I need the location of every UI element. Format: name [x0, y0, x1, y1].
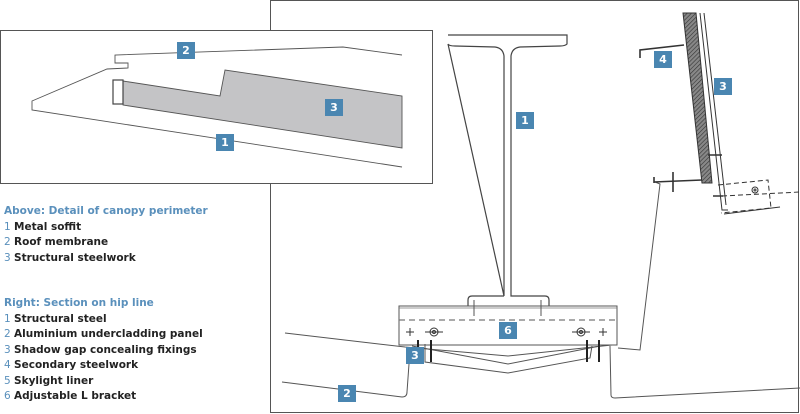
- legend-item: 4 Secondary steelwork: [4, 359, 139, 371]
- legend-item: 1 Structural steel: [4, 312, 107, 325]
- skylight-liner: [682, 12, 713, 184]
- legend-item: 6 Adjustable L bracket: [4, 390, 137, 402]
- legend-right-heading: Right: Section on hip line: [4, 297, 154, 309]
- callout-structural-steel: 1: [516, 112, 534, 129]
- callout-l-bracket: 6: [499, 322, 517, 339]
- legend-item: 3 Structural steelwork: [4, 251, 136, 264]
- callout-undercladding-panel: 2: [338, 385, 356, 402]
- detail-steelwork: [122, 69, 403, 149]
- legend-above: Above: Detail of canopy perimeter 1 Meta…: [4, 204, 208, 266]
- legend-above-heading: Above: Detail of canopy perimeter: [4, 205, 208, 217]
- legend-item: 5 Skylight liner: [4, 374, 94, 387]
- callout-shadow-gap-right: 3: [714, 78, 732, 95]
- callout-roof-membrane: 2: [177, 42, 195, 59]
- i-beam: [447, 34, 568, 306]
- legend-item: 1 Metal soffit: [4, 220, 82, 233]
- callout-structural-steelwork: 3: [325, 99, 343, 116]
- callout-metal-soffit: 1: [216, 134, 234, 151]
- callout-secondary-steelwork: 4: [654, 51, 672, 68]
- legend-item: 2 Aluminium undercladding panel: [4, 328, 203, 340]
- callout-shadow-gap: 3: [406, 347, 424, 364]
- legend-item: 3 Shadow gap concealing fixings: [4, 343, 197, 356]
- legend-right: Right: Section on hip line 1 Structural …: [4, 296, 203, 405]
- legend-item: 2 Roof membrane: [4, 236, 109, 248]
